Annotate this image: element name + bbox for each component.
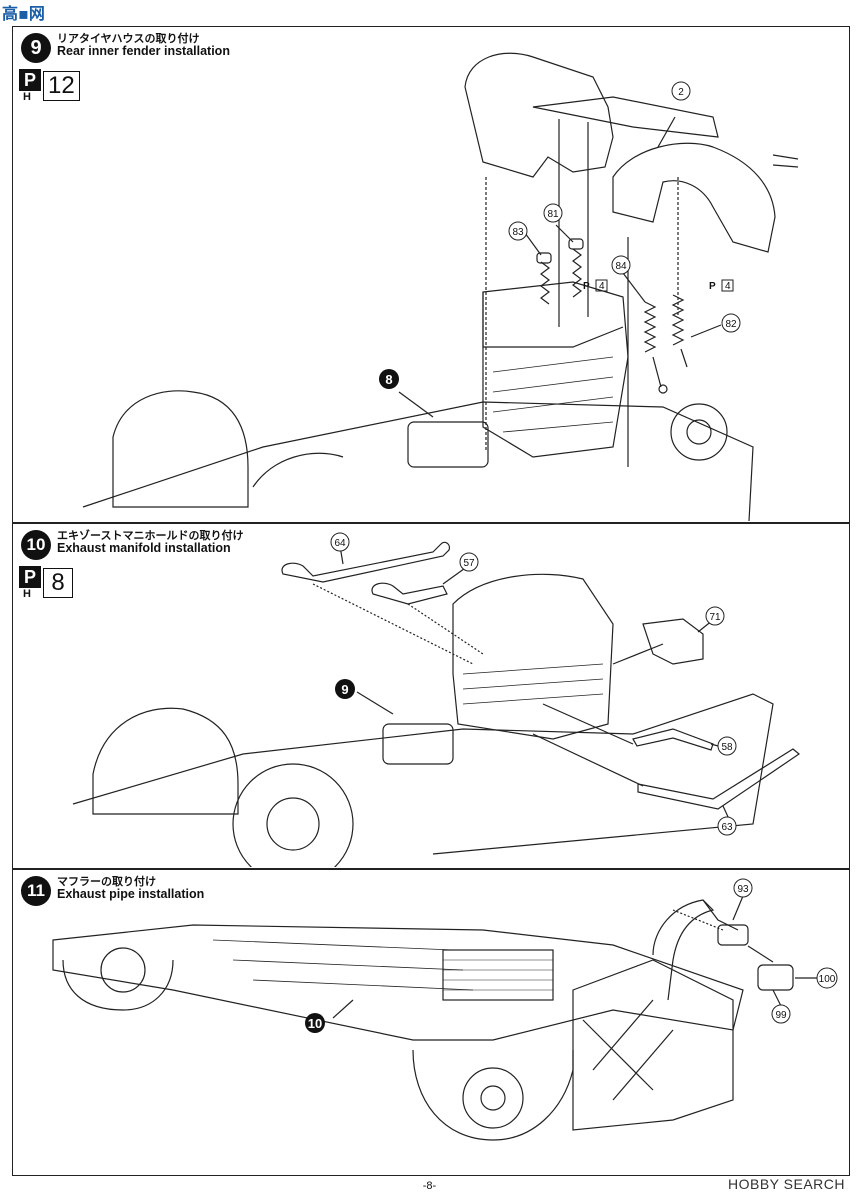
- paint-mark-letter: P: [19, 69, 41, 91]
- rear-frame: [572, 959, 734, 1131]
- paint-number: 8: [43, 568, 73, 598]
- bracket-71: [642, 618, 704, 665]
- rear-wheel: [412, 1049, 574, 1141]
- source-watermark: HOBBY SEARCH: [728, 1176, 845, 1192]
- exhaust-pipe: [652, 899, 715, 1001]
- transmission: [382, 723, 454, 765]
- page-number: -8-: [422, 1180, 437, 1192]
- exhaust-tips-93: [717, 924, 749, 946]
- callout-part-93: 93: [737, 884, 749, 895]
- step-number-badge: 10: [21, 530, 51, 560]
- paint-ref-mark: P: [583, 281, 590, 292]
- rear-brake-disc: [670, 403, 728, 461]
- step-10-diagram: 64 57 71 58 63 9: [72, 532, 800, 867]
- manifold-57: [371, 582, 448, 605]
- callout-part-2: 2: [678, 87, 684, 98]
- front-brake-disc: [232, 763, 354, 867]
- damper-82: [671, 294, 688, 368]
- rear-fender-left-part: [464, 52, 614, 178]
- front-brake-disc: [100, 947, 146, 993]
- paint-mark-icon: P H: [19, 69, 41, 103]
- step-9-diagram: 2 81 83 84 82 P 4 P 4 8: [82, 52, 799, 521]
- ref-step-10: 10: [308, 1016, 322, 1031]
- paint-hour-indicator: P H 12: [19, 69, 80, 103]
- paint-ref-4-a: 4: [599, 281, 605, 292]
- callout-part-83: 83: [512, 227, 524, 238]
- radiator-grid: [442, 949, 554, 1001]
- step-10-panel: 10 エキゾーストマニホールドの取り付け Exhaust manifold in…: [12, 523, 850, 869]
- manifold-64: [281, 541, 450, 583]
- paint-mark-letter: P: [19, 566, 41, 588]
- step-11-diagram: 93 100 99 10: [52, 878, 838, 1141]
- rear-brake-disc: [462, 1067, 524, 1129]
- step-title-en: Exhaust pipe installation: [57, 887, 205, 901]
- engine-block: [482, 281, 629, 458]
- paint-ref-4-b: 4: [725, 281, 731, 292]
- paint-mark-sub: H: [23, 91, 31, 103]
- callout-part-81: 81: [547, 209, 559, 220]
- ref-step-9: 9: [341, 682, 348, 697]
- spring-83: [536, 252, 552, 305]
- callout-part-71: 71: [709, 612, 721, 623]
- transmission: [407, 421, 489, 468]
- engine-block: [452, 573, 614, 740]
- front-wheel: [62, 959, 174, 1011]
- paint-mark-sub: H: [23, 588, 31, 600]
- paint-mark-icon: P H: [19, 566, 41, 600]
- ref-step-8: 8: [385, 372, 392, 387]
- damper-84: [643, 301, 668, 394]
- spring-81: [568, 238, 584, 298]
- callout-part-84: 84: [615, 261, 627, 272]
- step-title-en: Exhaust manifold installation: [57, 541, 231, 555]
- step-number-badge: 11: [21, 876, 51, 906]
- chassis-floor: [52, 924, 744, 1041]
- chassis-outline: [72, 693, 774, 855]
- callout-part-63: 63: [721, 822, 733, 833]
- callout-part-82: 82: [725, 319, 737, 330]
- chassis-outline: [82, 401, 754, 521]
- step-title-jp: マフラーの取り付け: [57, 875, 156, 888]
- step-9-panel: 9 リアタイヤハウスの取り付け Rear inner fender instal…: [12, 26, 850, 523]
- callout-part-57: 57: [463, 558, 475, 569]
- front-wheel-arch: [92, 707, 239, 815]
- callout-part-99: 99: [775, 1010, 787, 1021]
- exhaust-tips-99: [757, 964, 794, 991]
- step-title-jp: リアタイヤハウスの取り付け: [57, 32, 200, 45]
- step-title-en: Rear inner fender installation: [57, 44, 230, 58]
- front-wheel-arch: [112, 390, 249, 508]
- watermark-logo: 高▪网: [2, 4, 45, 23]
- step-title-jp: エキゾーストマニホールドの取り付け: [57, 529, 244, 542]
- step-number-badge: 9: [21, 33, 51, 63]
- step-11-panel: 11 マフラーの取り付け Exhaust pipe installation: [12, 869, 850, 1176]
- manifold-63: [637, 748, 800, 810]
- callout-part-58: 58: [721, 742, 733, 753]
- rear-fender-right-part: [612, 142, 776, 253]
- manifold-58: [632, 728, 714, 751]
- paint-hour-indicator: P H 8: [19, 566, 73, 600]
- callout-part-64: 64: [334, 538, 346, 549]
- callout-part-100: 100: [819, 974, 836, 985]
- paint-ref-mark-2: P: [709, 281, 716, 292]
- paint-number: 12: [43, 71, 80, 101]
